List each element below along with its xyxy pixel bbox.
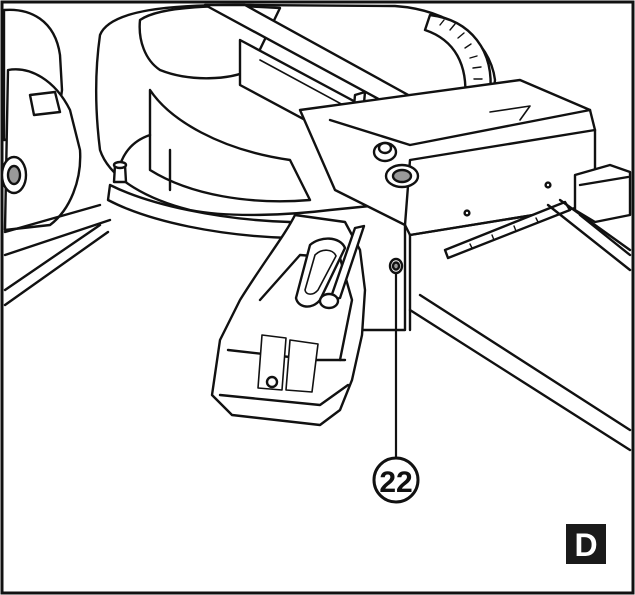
figure-label: D bbox=[566, 524, 606, 564]
turntable-bolt bbox=[112, 160, 128, 184]
callout-22: 22 bbox=[372, 456, 420, 504]
figure-label-text: D bbox=[574, 527, 597, 563]
figure-label-box bbox=[566, 524, 606, 564]
front-arm bbox=[210, 213, 367, 427]
motor-housing bbox=[0, 8, 82, 232]
base-block bbox=[298, 78, 597, 332]
support-rods bbox=[3, 198, 632, 452]
callout-circle bbox=[372, 456, 420, 504]
callout-number: 22 bbox=[379, 466, 412, 499]
saw-drawing bbox=[0, 3, 632, 452]
screw-22 bbox=[388, 257, 404, 275]
extension-bracket bbox=[573, 163, 632, 224]
